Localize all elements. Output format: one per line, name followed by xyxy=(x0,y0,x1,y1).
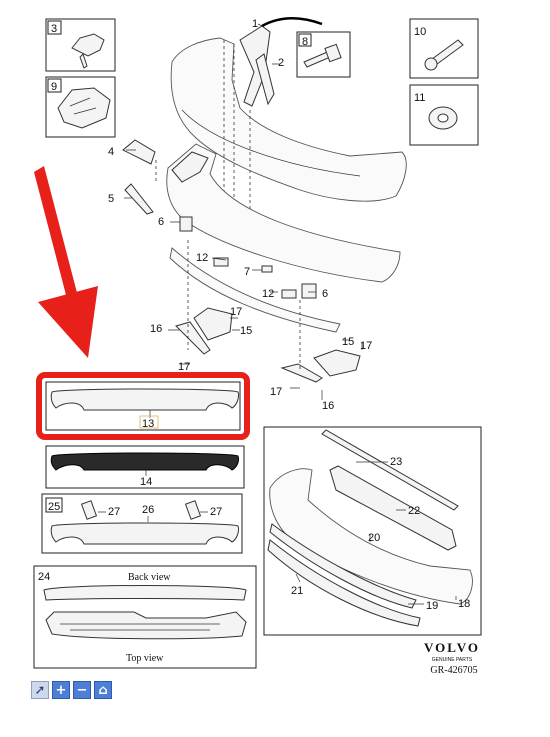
clip-pin xyxy=(79,53,88,69)
part-13-box: 13 xyxy=(36,372,250,440)
callout-number: 21 xyxy=(291,585,303,597)
callout-number: 7 xyxy=(244,266,250,278)
detail-box-3: 3 xyxy=(45,18,116,72)
back-view-part xyxy=(43,585,247,601)
trim-part-4 xyxy=(122,139,156,165)
strip-23 xyxy=(321,429,459,511)
callout-number: 2 xyxy=(278,57,284,69)
callout-number: 6 xyxy=(322,288,328,300)
diagram-reference: GR-426705 xyxy=(430,665,477,676)
callout-number: 4 xyxy=(108,146,114,158)
callout-number: 13 xyxy=(142,418,154,430)
home-icon: ⌂ xyxy=(98,682,108,698)
pointer-button[interactable]: ➚ xyxy=(31,681,49,699)
top-view-part xyxy=(45,611,247,640)
callout-number: 15 xyxy=(240,325,252,337)
callout-number: 17 xyxy=(230,306,242,318)
callout-number: 9 xyxy=(51,81,57,93)
zoom-in-button[interactable]: + xyxy=(52,681,70,699)
callout-number: 24 xyxy=(38,571,50,583)
callout-number: 8 xyxy=(302,36,308,48)
grille-20 xyxy=(269,523,417,609)
callout-number: 16 xyxy=(150,323,162,335)
valance-19 xyxy=(267,539,421,627)
callout-number: 17 xyxy=(360,340,372,352)
callout-number: 27 xyxy=(210,506,222,518)
callout-number: 22 xyxy=(408,505,420,517)
callout-number: 17 xyxy=(270,386,282,398)
callout-number: 17 xyxy=(178,361,190,373)
detail-box-11: 11 xyxy=(409,84,479,146)
callout-number: 10 xyxy=(414,26,426,38)
brand-tagline: GENUINE PARTS xyxy=(432,657,473,663)
detail-box-8: 8 xyxy=(296,31,351,78)
arrow-head xyxy=(38,286,98,358)
part-14-box: 14 xyxy=(45,445,245,489)
clip-27a xyxy=(80,500,98,520)
callout-number: 18 xyxy=(458,598,470,610)
pointer-icon: ➚ xyxy=(34,682,46,698)
diffuser-13 xyxy=(50,388,239,411)
callout-number: 25 xyxy=(48,501,60,513)
callout-number: 23 xyxy=(390,456,402,468)
callout-number: 14 xyxy=(140,476,152,488)
bumper-cover-upper xyxy=(170,37,407,202)
callout-number: 5 xyxy=(108,193,114,205)
callout-number: 11 xyxy=(414,92,425,104)
clip-part xyxy=(71,33,105,57)
assembly-box: 23 22 20 21 19 18 xyxy=(263,426,482,636)
callout-number: 26 xyxy=(142,504,154,516)
arrow-shaft xyxy=(34,166,82,318)
clip-6a xyxy=(179,216,193,232)
clip-12b xyxy=(281,289,297,299)
diffuser-14 xyxy=(50,452,239,471)
valance-lower xyxy=(169,247,341,333)
top-view-label: Top view xyxy=(126,653,164,664)
highlight-arrow xyxy=(34,166,98,358)
bracket-assembly-1-2 xyxy=(239,17,323,107)
callout-number: 3 xyxy=(51,23,57,35)
zoom-out-icon: − xyxy=(76,682,88,698)
clip-7 xyxy=(261,265,273,273)
part-25-box: 25 27 26 27 xyxy=(41,493,243,554)
zoom-out-button[interactable]: − xyxy=(73,681,91,699)
beam-22 xyxy=(329,465,457,551)
clip-6b xyxy=(301,283,317,299)
bracket-part xyxy=(57,87,111,129)
diffuser-26 xyxy=(50,522,239,545)
brand-logo: VOLVO xyxy=(424,640,480,655)
highlight-frame xyxy=(36,372,250,440)
callout-number: 15 xyxy=(342,336,354,348)
callout-number: 20 xyxy=(368,532,380,544)
zoom-in-icon: + xyxy=(55,682,67,698)
reflector-left xyxy=(175,307,233,355)
brand-block: VOLVO GENUINE PARTS GR-426705 xyxy=(424,640,480,676)
reflector-right xyxy=(280,349,361,383)
callout-number: 6 xyxy=(158,216,164,228)
home-button[interactable]: ⌂ xyxy=(94,681,112,699)
callout-number: 16 xyxy=(322,400,334,412)
callout-number: 1 xyxy=(252,18,258,30)
callout-number: 27 xyxy=(108,506,120,518)
detail-box-9: 9 xyxy=(45,76,116,138)
detail-box-10: 10 xyxy=(409,18,479,79)
back-view-label: Back view xyxy=(128,572,171,583)
trim-part-5 xyxy=(124,183,154,215)
part-24-box: 24 Back view Top view xyxy=(33,565,257,669)
diagram-toolbar: ➚ + − ⌂ xyxy=(31,681,112,699)
callout-number: 19 xyxy=(426,600,438,612)
clip-27b xyxy=(184,500,202,520)
callout-number: 12 xyxy=(196,252,208,264)
callout-number: 12 xyxy=(262,288,274,300)
clip-12a xyxy=(213,257,229,267)
